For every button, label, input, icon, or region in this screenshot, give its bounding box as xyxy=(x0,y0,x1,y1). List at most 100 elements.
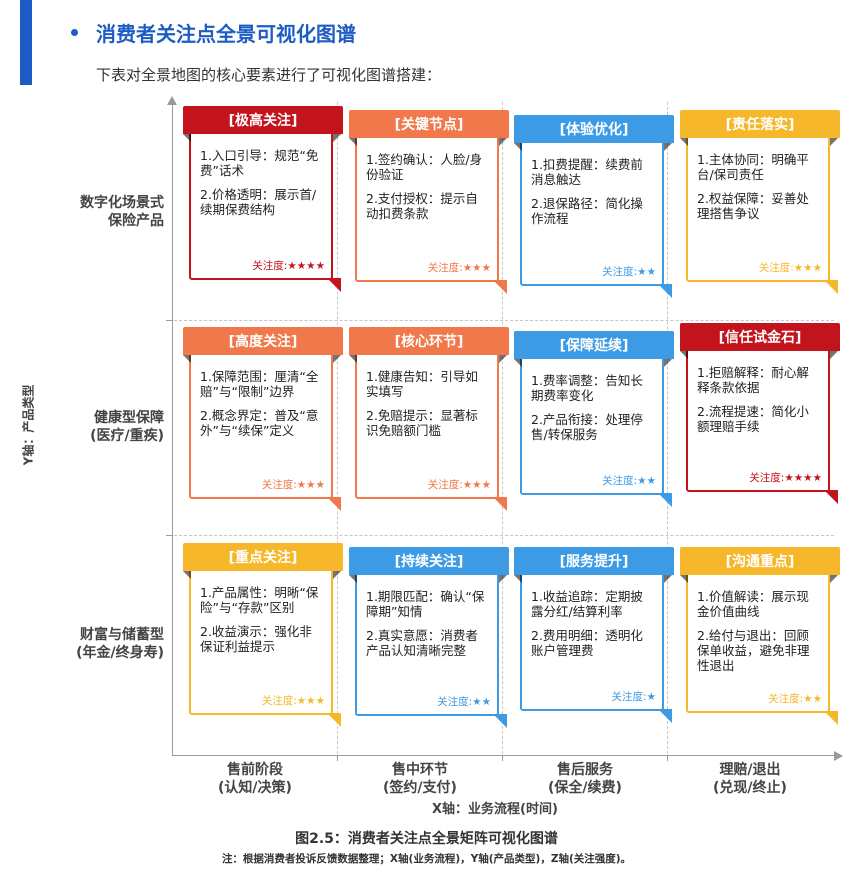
attention-rating: 关注度:★★ xyxy=(602,264,656,279)
row-label-health: 健康型保障 (医疗/重疾) xyxy=(60,409,164,445)
card-item: 2.价格透明：展示首/续期保费结构 xyxy=(200,187,317,217)
card-corner-tail-icon xyxy=(493,280,507,294)
ribbon-fold-icon xyxy=(349,138,357,146)
card-body: 1.费率调整：告知长期费率变化 2.产品衔接：处理停售/转保服务 xyxy=(531,373,654,451)
row-divider xyxy=(174,320,834,321)
card-item: 1.签约确认：人脸/身份验证 xyxy=(366,152,483,182)
card-item: 2.退保路径：简化操作流程 xyxy=(531,196,643,226)
row-divider xyxy=(174,535,834,536)
card-item: 1.主体协同：明确平台/保司责任 xyxy=(697,152,809,182)
x-tick xyxy=(337,755,338,761)
card-corner-tail-icon xyxy=(824,280,838,294)
attention-rating: 关注度:★★ xyxy=(768,691,822,706)
ribbon-fold-icon xyxy=(664,359,672,367)
ribbon-fold-icon xyxy=(499,575,507,583)
rating-stars-icon: ★★ xyxy=(803,693,822,705)
card-title: [沟通重点] xyxy=(680,547,840,575)
card-title: [持续关注] xyxy=(349,547,509,575)
card-item: 2.产品衔接：处理停售/转保服务 xyxy=(531,412,643,442)
card-item: 2.流程提速：简化小额理赔手续 xyxy=(697,404,809,434)
col-label-line: 售前阶段 xyxy=(227,762,283,778)
ribbon-fold-icon xyxy=(514,359,522,367)
card-item: 1.期限匹配：确认“保障期”知情 xyxy=(366,589,485,619)
figure-caption: 图2.5：消费者关注点全景矩阵可视化图谱 xyxy=(295,831,558,847)
card-title: [关键节点] xyxy=(349,110,509,138)
ribbon-fold-icon xyxy=(333,134,341,142)
col-label-claims: 理赔/退出 (兑现/终止) xyxy=(675,761,825,797)
card-body: 1.扣费提醒：续费前消息触达 2.退保路径：简化操作流程 xyxy=(531,157,654,235)
rating-stars-icon: ★★★ xyxy=(462,262,491,274)
col-label-line: 理赔/退出 xyxy=(719,762,781,778)
attention-rating: 关注度:★★★★ xyxy=(252,258,325,273)
rating-label: 关注度: xyxy=(261,479,297,491)
y-tick xyxy=(166,320,172,321)
ribbon-fold-icon xyxy=(664,575,672,583)
rating-label: 关注度: xyxy=(437,696,473,708)
card-item: 2.权益保障：妥善处理搭售争议 xyxy=(697,191,809,221)
ribbon-fold-icon xyxy=(349,575,357,583)
card-corner-tail-icon xyxy=(493,714,507,728)
card-corner-tail-icon xyxy=(658,493,672,507)
row-label-line: 财富与储蓄型 xyxy=(80,627,164,643)
rating-stars-icon: ★★★★ xyxy=(784,472,822,484)
card-item: 1.扣费提醒：续费前消息触达 xyxy=(531,157,643,187)
col-divider xyxy=(337,102,338,754)
card-title: [重点关注] xyxy=(183,543,343,571)
x-axis-line xyxy=(172,755,837,756)
rating-label: 关注度: xyxy=(602,266,638,278)
rating-label: 关注度: xyxy=(427,479,463,491)
rating-label: 关注度: xyxy=(252,260,288,272)
attention-rating: 关注度:★★★ xyxy=(428,260,491,275)
card-title: [责任落实] xyxy=(680,110,840,138)
rating-stars-icon: ★★ xyxy=(472,696,491,708)
row-label-line: 数字化场景式 xyxy=(80,195,164,211)
ribbon-fold-icon xyxy=(830,351,838,359)
ribbon-fold-icon xyxy=(830,575,838,583)
card-title: [保障延续] xyxy=(514,331,674,359)
card-title: [体验优化] xyxy=(514,115,674,143)
rating-stars-icon: ★★★ xyxy=(296,479,325,491)
col-label-line: 售后服务 xyxy=(557,762,613,778)
rating-stars-icon: ★★ xyxy=(637,475,656,487)
card-item: 1.产品属性：明晰“保险”与“存款”区别 xyxy=(200,585,319,615)
col-divider xyxy=(667,102,668,754)
attention-rating: 关注度:★★★ xyxy=(262,693,325,708)
col-label-line: (保全/续费) xyxy=(548,780,622,796)
card-corner-tail-icon xyxy=(493,497,507,511)
card-item: 1.费率调整：告知长期费率变化 xyxy=(531,373,643,403)
rating-stars-icon: ★★★★ xyxy=(287,260,325,272)
x-tick xyxy=(667,755,668,761)
card-item: 2.费用明细：透明化账户管理费 xyxy=(531,628,643,658)
row-label-line: 保险产品 xyxy=(108,213,164,229)
section-accent-bar xyxy=(20,0,32,85)
card-item: 1.健康告知：引导如实填写 xyxy=(366,369,478,399)
attention-rating: 关注度:★★★ xyxy=(428,477,491,492)
ribbon-fold-icon xyxy=(680,138,688,146)
rating-label: 关注度: xyxy=(768,693,804,705)
rating-stars-icon: ★ xyxy=(646,691,656,703)
attention-rating: 关注度:★★★ xyxy=(262,477,325,492)
card-item: 1.价值解读：展示现金价值曲线 xyxy=(697,589,809,619)
rating-stars-icon: ★★ xyxy=(637,266,656,278)
ribbon-fold-icon xyxy=(183,134,191,142)
card-item: 2.支付授权：提示自动扣费条款 xyxy=(366,191,478,221)
x-axis-title: X轴：业务流程(时间) xyxy=(432,802,558,817)
col-label-line: (兑现/终止) xyxy=(713,780,787,796)
y-axis-arrow-icon xyxy=(167,96,177,105)
ribbon-fold-icon xyxy=(680,351,688,359)
row-label-wealth: 财富与储蓄型 (年金/终身寿) xyxy=(60,626,164,662)
attention-rating: 关注度:★★ xyxy=(437,694,491,709)
card-title: [高度关注] xyxy=(183,327,343,355)
card-body: 1.签约确认：人脸/身份验证 2.支付授权：提示自动扣费条款 xyxy=(366,152,489,230)
attention-rating: 关注度:★★★★ xyxy=(749,470,822,485)
ribbon-fold-icon xyxy=(349,355,357,363)
